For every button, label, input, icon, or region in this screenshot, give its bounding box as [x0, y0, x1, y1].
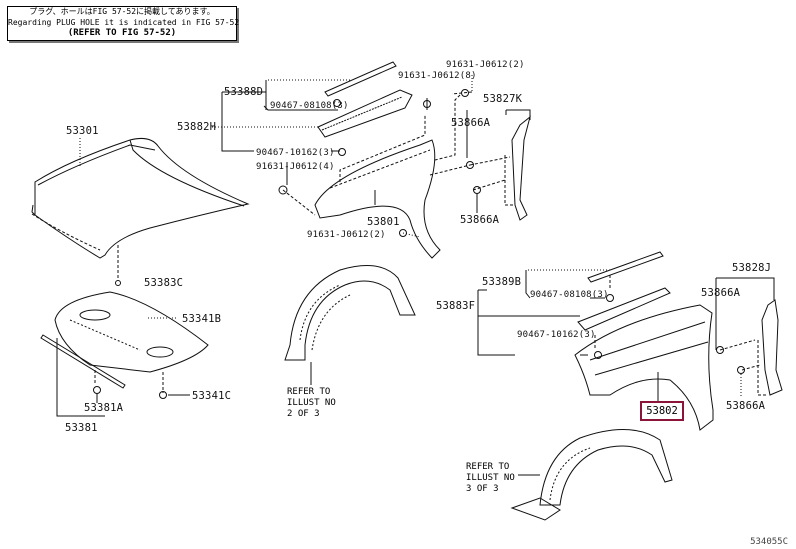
hood-illustration	[31, 138, 250, 280]
part-label-shield-clip-lh-top[interactable]: 53866A	[451, 117, 491, 129]
shield-lh-illustration	[429, 75, 531, 221]
part-label-screw-2-bottom[interactable]: 91631-J0612(2)	[307, 230, 386, 240]
fender-liner-lh-illustration	[284, 265, 416, 385]
part-label-shield-lh[interactable]: 53827K	[483, 93, 523, 105]
note-line-jp: プラグ、ホールはFIG 57-52に掲載してあります。	[29, 7, 215, 16]
part-label-insulator-clip[interactable]: 53341C	[192, 390, 232, 402]
hood-insulator-illustration	[40, 291, 209, 417]
part-label-hood-seal[interactable]: 53381	[65, 422, 98, 434]
plug-hole-note: プラグ、ホールはFIG 57-52に掲載してあります。 Regarding PL…	[7, 6, 240, 41]
part-label-seal-set-rh[interactable]: 53883F	[436, 300, 476, 312]
part-label-hood-seal-clip[interactable]: 53381A	[84, 402, 124, 414]
part-label-seal-set-lh[interactable]: 53882H	[177, 121, 217, 133]
seal-strip-lh-illustration	[212, 61, 413, 185]
refer-note-rh[interactable]: REFER TO ILLUST NO 3 OF 3	[466, 462, 515, 494]
part-label-clip-08108-lh[interactable]: 90467-08108(3)	[270, 101, 349, 111]
fender-liner-rh-illustration	[510, 429, 673, 521]
part-label-clip-10162-lh[interactable]: 90467-10162(3)	[256, 148, 335, 158]
part-label-screw-8[interactable]: 91631-J0612(8)	[398, 71, 477, 81]
part-label-screw-4[interactable]: 91631-J0612(4)	[256, 162, 335, 172]
part-label-seal-lh[interactable]: 53388D	[224, 86, 264, 98]
fastener-glyphs	[93, 89, 745, 399]
part-label-shield-clip-rh-top[interactable]: 53866A	[701, 287, 741, 299]
part-label-hood[interactable]: 53301	[66, 125, 99, 137]
part-label-shield-clip-lh-bottom[interactable]: 53866A	[460, 214, 500, 226]
shield-rh-illustration	[715, 277, 783, 398]
part-label-clip-10162-rh[interactable]: 90467-10162(3)	[517, 330, 596, 340]
part-label-hood-cushion[interactable]: 53383C	[144, 277, 184, 289]
part-label-hood-insulator[interactable]: 53341B	[182, 313, 222, 325]
seal-strip-rh-illustration	[477, 251, 671, 356]
note-line-en: Regarding PLUG HOLE it is indicated in F…	[8, 17, 240, 27]
part-label-fender-lh[interactable]: 53801	[367, 216, 400, 228]
part-label-screw-2-top[interactable]: 91631-J0612(2)	[446, 60, 525, 70]
note-reference[interactable]: (REFER TO FIG 57-52)	[67, 28, 177, 38]
part-label-shield-clip-rh-bottom[interactable]: 53866A	[726, 400, 766, 412]
fender-rh-illustration	[574, 304, 714, 431]
part-label-fender-rh-highlighted[interactable]: 53802	[640, 401, 684, 421]
refer-note-lh[interactable]: REFER TO ILLUST NO 2 OF 3	[287, 387, 336, 419]
part-label-shield-rh[interactable]: 53828J	[732, 262, 772, 274]
figure-id: 534055C	[750, 537, 788, 547]
part-label-seal-rh[interactable]: 53389B	[482, 276, 522, 288]
part-label-clip-08108-rh[interactable]: 90467-08108(3)	[530, 290, 609, 300]
